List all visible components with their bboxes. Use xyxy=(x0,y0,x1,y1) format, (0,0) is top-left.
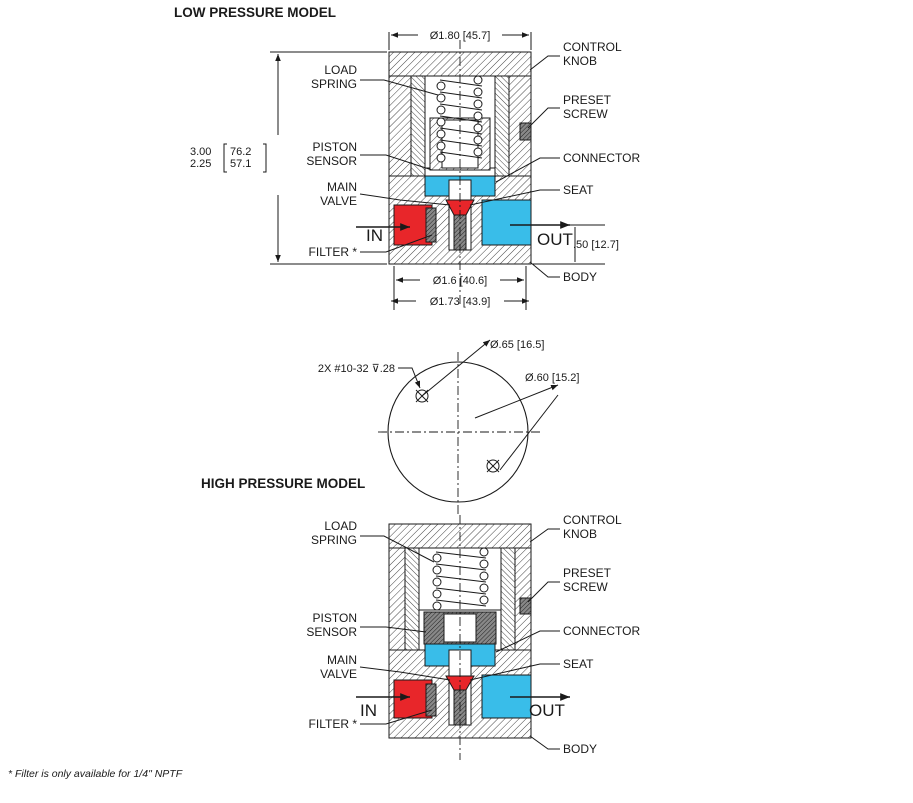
hp-label-control-knob-1: CONTROL xyxy=(563,513,622,527)
dim-height-mm-1: 76.2 xyxy=(230,146,251,158)
label-filter: FILTER * xyxy=(309,245,358,259)
label-connector: CONNECTOR xyxy=(563,151,640,165)
end-view-dia-1: Ø.65 [16.5] xyxy=(490,339,544,351)
hp-label-load-spring-2: SPRING xyxy=(311,533,357,547)
hp-label-piston-sensor-2: SENSOR xyxy=(306,625,357,639)
label-piston-sensor-1: PISTON xyxy=(313,140,357,154)
hp-label-control-knob-2: KNOB xyxy=(563,527,597,541)
label-piston-sensor-2: SENSOR xyxy=(306,154,357,168)
label-body: BODY xyxy=(563,270,597,284)
dim-height-in-1: 3.00 xyxy=(190,146,211,158)
label-in: IN xyxy=(366,226,383,245)
label-seat: SEAT xyxy=(563,183,594,197)
hp-label-piston-sensor-1: PISTON xyxy=(313,611,357,625)
label-load-spring-1: LOAD xyxy=(324,63,357,77)
dim-inner-diameter: Ø1.6 [40.6] xyxy=(433,275,487,287)
hp-label-connector: CONNECTOR xyxy=(563,624,640,638)
high-model-section-view xyxy=(388,515,532,760)
label-main-valve-2: VALVE xyxy=(320,194,357,208)
label-preset-screw-1: PRESET xyxy=(563,93,612,107)
footnote: * Filter is only available for 1/4" NPTF xyxy=(8,768,183,780)
low-model-heading: LOW PRESSURE MODEL xyxy=(174,5,336,20)
end-view-holes: 2X #10-32 ⊽.28 xyxy=(318,363,395,375)
dim-base-diameter: Ø1.73 [43.9] xyxy=(430,296,491,308)
end-view-dia-2: Ø.60 [15.2] xyxy=(525,372,579,384)
hp-label-preset-screw-1: PRESET xyxy=(563,566,612,580)
hp-label-in: IN xyxy=(360,701,377,720)
hp-label-body: BODY xyxy=(563,742,597,756)
dim-height-mm-2: 57.1 xyxy=(230,158,251,170)
low-model-dimensions: Ø1.80 [45.7] 3.00 2.25 76.2 57.1 .50 [12… xyxy=(190,30,619,310)
hp-label-filter: FILTER * xyxy=(309,717,358,731)
high-model-heading: HIGH PRESSURE MODEL xyxy=(201,476,365,491)
hp-label-out: OUT xyxy=(529,701,565,720)
label-out: OUT xyxy=(537,230,573,249)
hp-label-seat: SEAT xyxy=(563,657,594,671)
dim-top-diameter: Ø1.80 [45.7] xyxy=(430,30,491,42)
hp-label-main-valve-2: VALVE xyxy=(320,667,357,681)
hp-label-preset-screw-2: SCREW xyxy=(563,580,608,594)
dim-port-offset: .50 [12.7] xyxy=(573,239,619,251)
label-preset-screw-2: SCREW xyxy=(563,107,608,121)
hp-label-main-valve-1: MAIN xyxy=(327,653,357,667)
low-model-section-view xyxy=(388,40,532,305)
high-model-labels: LOAD SPRING PISTON SENSOR MAIN VALVE FIL… xyxy=(306,513,640,756)
label-control-knob-2: KNOB xyxy=(563,54,597,68)
label-load-spring-2: SPRING xyxy=(311,77,357,91)
low-model-labels: LOAD SPRING PISTON SENSOR MAIN VALVE FIL… xyxy=(306,40,640,284)
label-main-valve-1: MAIN xyxy=(327,180,357,194)
dim-height-in-2: 2.25 xyxy=(190,158,211,170)
label-control-knob-1: CONTROL xyxy=(563,40,622,54)
end-view: 2X #10-32 ⊽.28 Ø.65 [16.5] Ø.60 [15.2] xyxy=(318,339,579,515)
hp-label-load-spring-1: LOAD xyxy=(324,519,357,533)
